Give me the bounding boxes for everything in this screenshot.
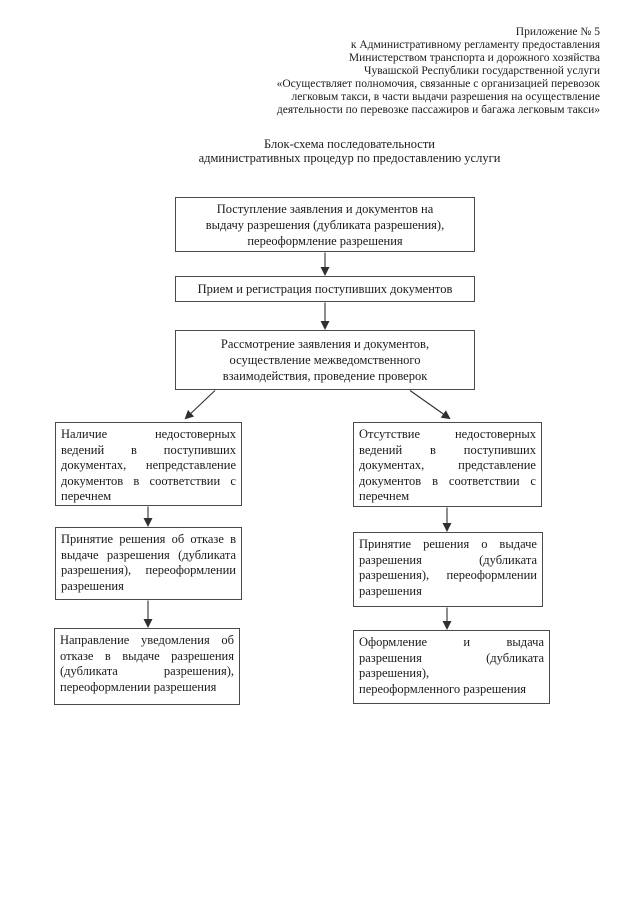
text-line: перечнем xyxy=(359,489,410,503)
text-line: переоформление разрешения xyxy=(247,234,403,248)
arrow-review-to-right-branch xyxy=(409,390,451,420)
text-line: переоформленного разрешения xyxy=(359,681,527,696)
text-line: Поступление заявления и документов на xyxy=(216,202,434,216)
flow-node-registration: Прием и регистрация поступивших документ… xyxy=(175,276,475,302)
text-line: разрешения),переоформлении xyxy=(61,563,236,577)
text-line: разрешения), xyxy=(359,666,430,680)
text-line: Чувашской Республики государственной усл… xyxy=(364,65,600,77)
text-line: Рассмотрение заявления и документов, xyxy=(220,337,430,351)
text-line: Блок-схема последовательности xyxy=(264,137,435,151)
flow-node-review: Рассмотрение заявления и документов, осущ… xyxy=(175,330,475,390)
text-line: к Административному регламенту предостав… xyxy=(350,39,600,51)
text-line: разрешения xyxy=(61,578,124,593)
text-line: выдачу разрешения (дубликата разрешения)… xyxy=(205,218,445,232)
text-line: Прием и регистрация поступивших документ… xyxy=(197,282,453,296)
flow-node-intake: Поступление заявления и документов на выд… xyxy=(175,197,475,252)
text-line: разрешения xyxy=(359,583,422,598)
text-line: Министерством транспорта и дорожного хоз… xyxy=(348,52,600,64)
text-line: документах,непредставление xyxy=(61,458,236,472)
arrow-review-to-left-branch xyxy=(184,390,216,420)
text-line: перечнем xyxy=(61,489,112,503)
text-line: документах,представление xyxy=(359,458,536,472)
text-line: переоформлении разрешения xyxy=(60,679,217,694)
text-line: «Осуществляет полномочия, связанные с ор… xyxy=(276,78,600,90)
text-line: административных процедур по предоставле… xyxy=(198,151,501,165)
text-line: Приложение № 5 xyxy=(515,26,600,38)
text-line: разрешения),переоформлении xyxy=(359,568,537,582)
text-line: разрешения(дубликата xyxy=(359,552,537,567)
text-line: разрешения(дубликата xyxy=(359,650,544,665)
text-line: легковым такси, в части выдачи разрешени… xyxy=(291,91,600,103)
text-line: взаимодействия, проведение проверок xyxy=(222,369,428,383)
text-line: осуществление межведомственного xyxy=(229,353,421,367)
text-line: деятельности по перевозке пассажиров и б… xyxy=(276,104,600,116)
